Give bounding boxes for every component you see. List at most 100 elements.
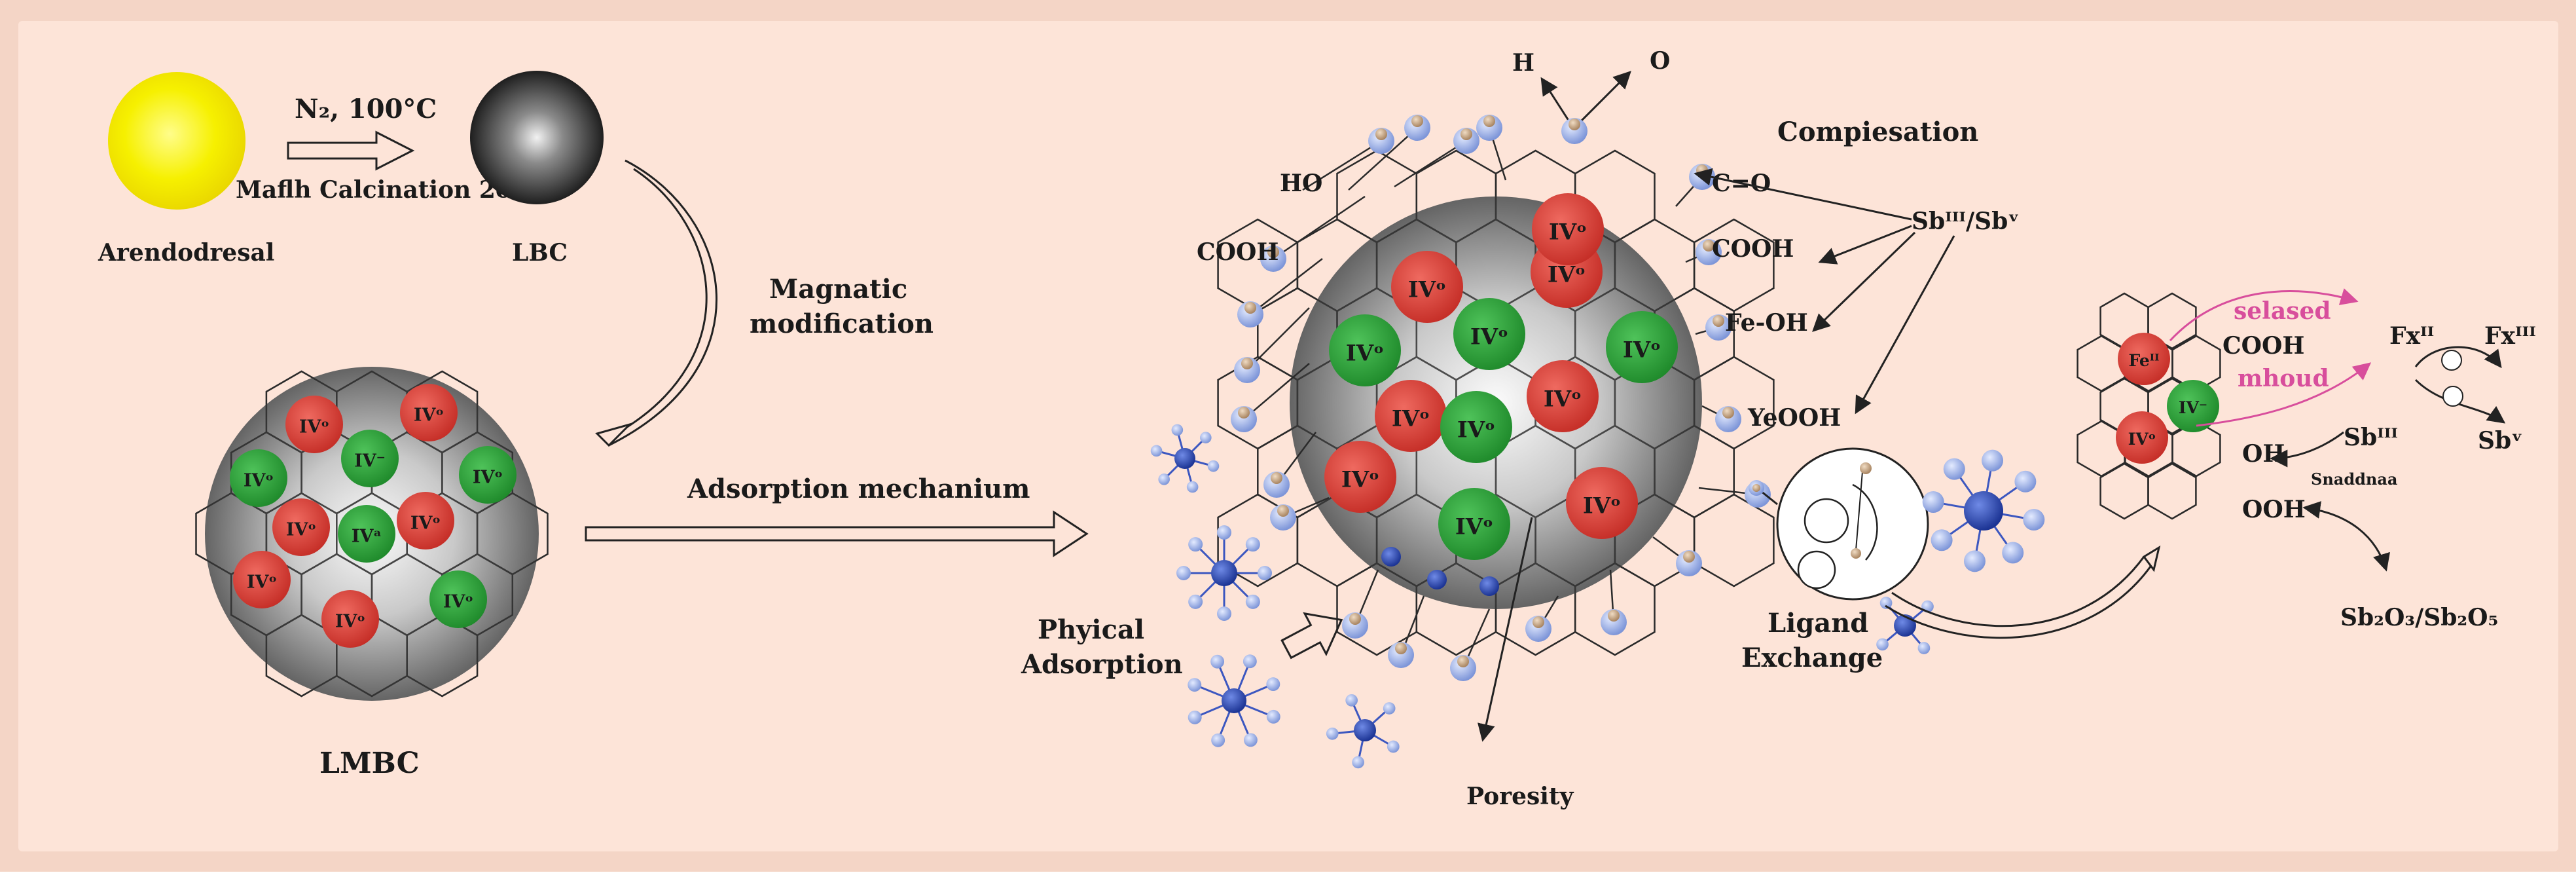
site-label: IVᵒ bbox=[443, 591, 473, 612]
hex-cell bbox=[1574, 562, 1656, 609]
green-site: IV⁻ bbox=[341, 430, 399, 487]
physical-label-line1: Phyical bbox=[1038, 614, 1144, 645]
precursor-label: Arendodresal bbox=[98, 239, 274, 267]
sb-center-atom bbox=[1354, 719, 1376, 741]
site-label: IVᵒ bbox=[299, 417, 329, 437]
modification-label-line2: modification bbox=[750, 308, 934, 339]
surface-bead bbox=[1705, 314, 1732, 341]
surface-bead bbox=[1234, 357, 1260, 383]
porosity-arrow bbox=[1478, 517, 1533, 742]
site-label: IVᵒ bbox=[335, 611, 365, 631]
modification-arrow bbox=[608, 159, 718, 447]
ligand-bead bbox=[1266, 709, 1280, 724]
ligand-bead bbox=[1982, 449, 2004, 472]
sb-center-atom bbox=[1211, 560, 1237, 586]
site-label: IVᵒ bbox=[1408, 276, 1446, 303]
surface-bead bbox=[1260, 246, 1286, 272]
site-label: IVᵒ bbox=[410, 513, 441, 533]
green-site: IV⁻ bbox=[2167, 380, 2219, 432]
adsorption-arrow bbox=[585, 510, 1089, 557]
ligand-bead bbox=[1879, 597, 1893, 609]
surface-bead bbox=[1676, 550, 1702, 576]
ligand-bead bbox=[1266, 677, 1280, 692]
calcination-arrow bbox=[287, 130, 415, 171]
ligand-bead bbox=[2023, 509, 2045, 531]
redox-oh: OH bbox=[2242, 440, 2285, 468]
complexation-label: Compiesation bbox=[1777, 117, 1978, 147]
hex-cell bbox=[2171, 335, 2221, 392]
top-bond-h bbox=[1540, 77, 1572, 125]
green-site: IVᵒ bbox=[1440, 391, 1512, 463]
sb-ion-cluster bbox=[1922, 449, 2045, 572]
ooh-to-oxide-arrow bbox=[2302, 501, 2390, 572]
surface-bead bbox=[1404, 115, 1430, 141]
red-site: Feᴵᴵ bbox=[2118, 333, 2170, 385]
site-label: IVᵒ bbox=[1544, 386, 1582, 412]
site-label: IV⁻ bbox=[354, 451, 386, 471]
ligand-bead bbox=[1188, 710, 1202, 724]
top-bond-o bbox=[1576, 71, 1631, 126]
ligand-bead bbox=[1243, 654, 1257, 669]
sb-ion-cluster bbox=[1326, 694, 1400, 769]
surface-bead bbox=[1368, 128, 1394, 154]
site-label: IVᵃ bbox=[352, 526, 382, 546]
red-site: IVᵒ bbox=[1527, 360, 1599, 432]
ligand-bead bbox=[1176, 566, 1191, 580]
sb-center-atom bbox=[1222, 688, 1246, 713]
red-site: IVᵒ bbox=[1375, 380, 1447, 452]
green-site: IVᵒ bbox=[459, 446, 517, 504]
ligand-bead bbox=[1258, 566, 1272, 580]
surface-bead bbox=[1237, 301, 1263, 327]
site-label: IVᵒ bbox=[244, 470, 274, 491]
ligand-bead bbox=[1931, 529, 1953, 551]
electron-circle-2 bbox=[2442, 386, 2463, 407]
ligand-to-redox-arrow bbox=[1891, 556, 2145, 627]
green-site: IVᵒ bbox=[429, 570, 487, 628]
surface-bead bbox=[1231, 406, 1257, 432]
red-site: IVᵒ bbox=[1391, 251, 1463, 323]
pink-label-top: selased bbox=[2234, 297, 2331, 325]
ligand-bead bbox=[1186, 481, 1199, 493]
ligand-bead bbox=[1207, 460, 1220, 472]
ligand-bead bbox=[1211, 733, 1225, 747]
ligand-bead bbox=[1188, 678, 1202, 692]
modification-label-line1: Magnatic bbox=[769, 274, 907, 305]
site-label: IVᵒ bbox=[247, 572, 277, 592]
ligand-label-line1: Ligand bbox=[1768, 608, 1868, 639]
red-site: IVᵒ bbox=[285, 396, 343, 453]
physical-adsorption-arrow bbox=[1280, 612, 1343, 660]
oxide-label: Sb₂O₃/Sb₂O₅ bbox=[2340, 604, 2498, 631]
ligand-bead bbox=[1217, 606, 1231, 621]
adsorption-arrow-label: Adsorption mechanium bbox=[687, 474, 1030, 504]
red-site: IVᵒ bbox=[400, 384, 458, 441]
redox-hex-grid bbox=[2077, 292, 2221, 520]
group-cooh-right: COOH bbox=[1712, 235, 1794, 263]
ligand-connector bbox=[1760, 490, 1778, 506]
surface-ions bbox=[1231, 115, 1771, 681]
sb-right-label: Sbᵛ bbox=[2478, 427, 2523, 455]
red-site: IVᵒ bbox=[233, 551, 291, 608]
small-redox-label: Snaddnaa bbox=[2311, 470, 2397, 489]
ligand-bead bbox=[1200, 432, 1212, 443]
site-label: IVᵒ bbox=[286, 519, 316, 540]
ligand-bead bbox=[1210, 654, 1225, 669]
red-site: IVᵒ bbox=[1566, 467, 1638, 539]
conditions-bottom-label: Maflh Calcination 2δ bbox=[236, 176, 511, 204]
sb-ion-cluster bbox=[1176, 525, 1272, 621]
modification-arrowhead bbox=[595, 422, 634, 447]
free-ions bbox=[1150, 424, 1400, 769]
ligand-bead bbox=[1188, 594, 1203, 609]
complex-arrow-3 bbox=[1812, 231, 1916, 332]
sb-ion-cluster bbox=[1150, 424, 1220, 493]
redox-ooh: OOH bbox=[2242, 496, 2306, 523]
pink-arrow-bottom bbox=[2196, 362, 2372, 427]
ligand-bead bbox=[1943, 458, 1965, 480]
biochar-sphere bbox=[470, 71, 604, 204]
surface-bead bbox=[1342, 612, 1368, 639]
red-site: IVᵒ bbox=[2116, 411, 2168, 464]
ligand-inner-2 bbox=[1797, 550, 1836, 589]
